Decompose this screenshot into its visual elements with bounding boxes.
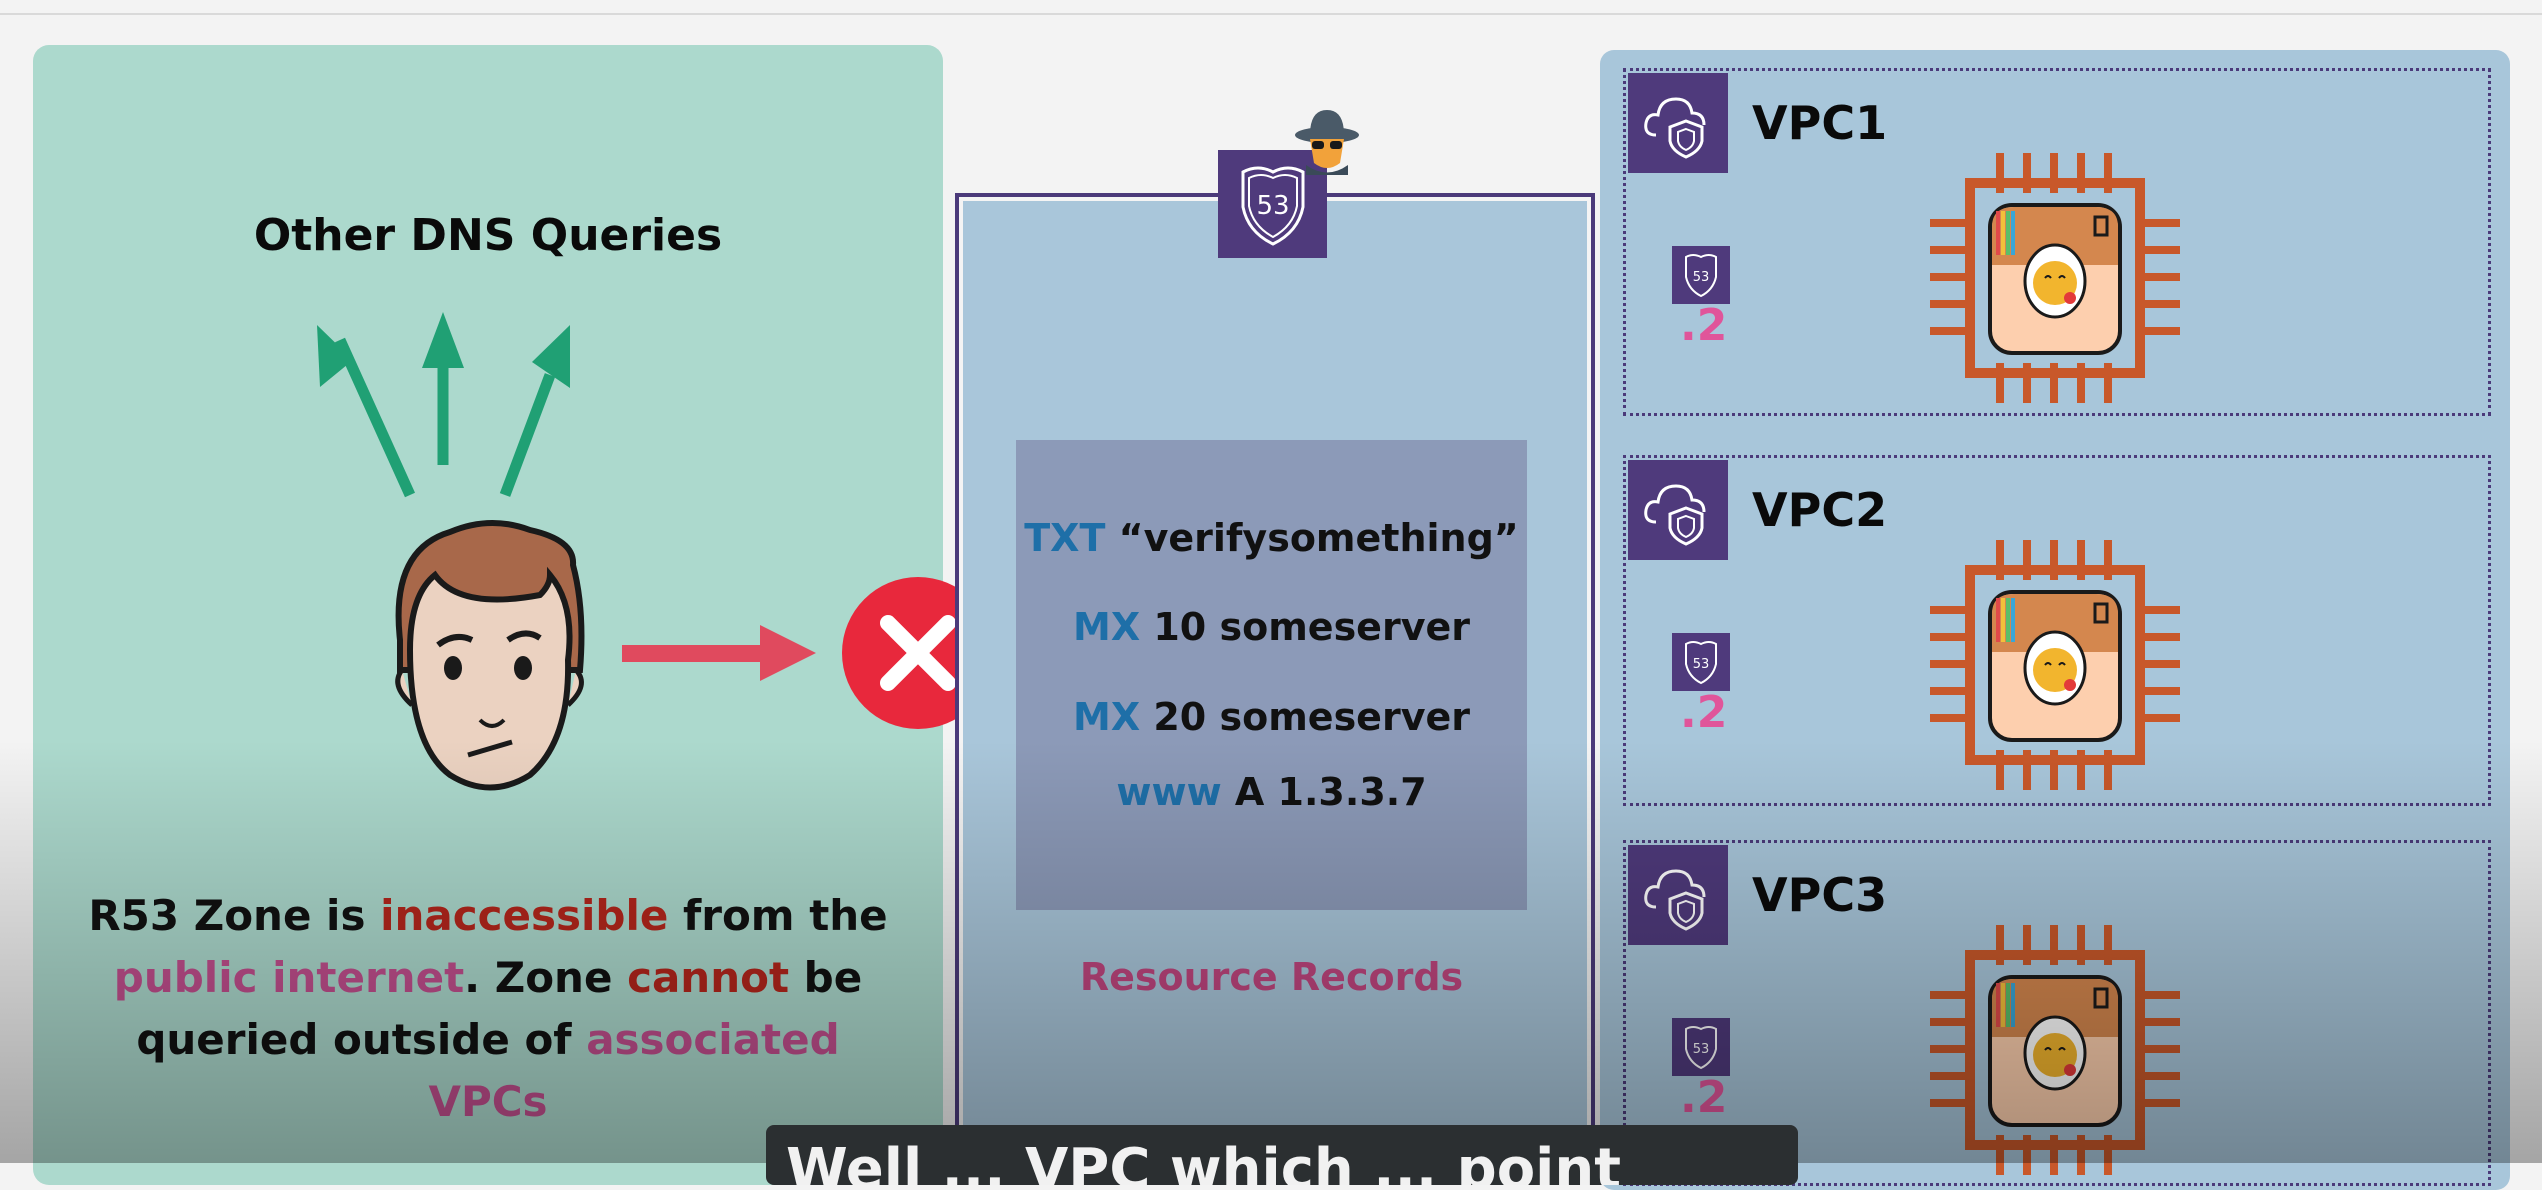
ec2-instance-icon (1930, 925, 2180, 1175)
resolver-ip: .2 (1680, 1072, 1728, 1123)
vpc-box (1623, 68, 2491, 416)
vpc-cloud-shield-icon (1628, 73, 1728, 173)
desc-highlight: inaccessible (380, 891, 669, 940)
outbound-query-arrows (317, 312, 570, 498)
arrow-right-icon (622, 625, 816, 681)
spy-incognito-icon (1295, 110, 1359, 175)
resource-records-box: TXT “verifysomething” MX 10 someserver M… (1016, 440, 1527, 910)
arrow-up-left-icon (317, 325, 416, 498)
vpc-name: VPC3 (1752, 868, 1888, 922)
record-row: MX 10 someserver (1016, 605, 1527, 649)
desc-text: . Zone (464, 953, 628, 1002)
public-internet-panel: Other DNS Queries R53 Zone is inaccessib… (33, 45, 943, 1185)
vpc-cloud-shield-icon (1628, 460, 1728, 560)
record-value: A 1.3.3.7 (1234, 770, 1427, 814)
resolver-route53-icon: 53 (1672, 633, 1730, 691)
desc-text: from the (668, 891, 888, 940)
resolver-ip: .2 (1680, 687, 1728, 738)
record-value: 20 someserver (1153, 695, 1470, 739)
ec2-instance-icon (1930, 153, 2180, 403)
top-divider (0, 13, 2542, 15)
record-value: “verifysomething” (1118, 516, 1519, 560)
resource-records-label: Resource Records (1079, 955, 1464, 999)
vpc-cloud-shield-icon (1628, 845, 1728, 945)
resolver-ip: .2 (1680, 300, 1728, 351)
svg-text:53: 53 (1693, 657, 1710, 672)
record-row: www A 1.3.3.7 (1016, 770, 1527, 814)
svg-text:53: 53 (1693, 1042, 1710, 1057)
user-face-icon (395, 520, 585, 791)
desc-highlight: public internet (113, 953, 465, 1002)
record-type: TXT (1024, 516, 1106, 560)
vpc-name: VPC1 (1752, 96, 1888, 150)
record-type: MX (1073, 695, 1141, 739)
arrow-up-right-icon (499, 325, 570, 497)
record-row: TXT “verifysomething” (1016, 516, 1527, 560)
zone-description: R53 Zone is inaccessible from the public… (73, 885, 903, 1133)
vpc-name: VPC2 (1752, 483, 1888, 537)
desc-highlight: cannot (627, 953, 790, 1002)
desc-highlight: associated VPCs (428, 1015, 840, 1126)
record-type: www (1116, 770, 1222, 814)
route53-shield-icon: 53 (1241, 166, 1305, 246)
desc-text: queried outside of (136, 1015, 587, 1064)
vpc-box (1623, 455, 2491, 806)
desc-text: R53 Zone is (88, 891, 381, 940)
arrow-up-icon (422, 312, 464, 465)
desc-text: be (789, 953, 863, 1002)
record-value: 10 someserver (1153, 605, 1470, 649)
badge-number: 53 (1256, 191, 1289, 221)
resolver-route53-icon: 53 (1672, 1018, 1730, 1076)
panel-title: Other DNS Queries (253, 210, 723, 261)
record-type: MX (1073, 605, 1141, 649)
ec2-instance-icon (1930, 540, 2180, 790)
video-caption: Well ... VPC which ... point (766, 1125, 1798, 1185)
svg-text:53: 53 (1693, 270, 1710, 285)
resolver-route53-icon: 53 (1672, 246, 1730, 304)
record-row: MX 20 someserver (1016, 695, 1527, 739)
